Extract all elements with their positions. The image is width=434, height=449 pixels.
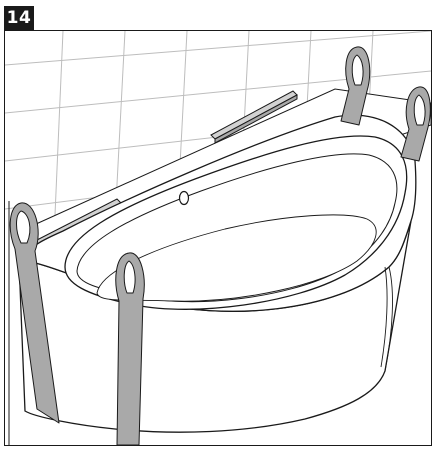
step-number-badge: 14 [4, 6, 34, 30]
installation-illustration [5, 31, 431, 445]
illustration-frame [4, 30, 432, 446]
overflow-hole-icon [178, 190, 190, 206]
freestanding-bathtub-icon [17, 114, 417, 433]
lifting-strap-icon [9, 46, 431, 445]
